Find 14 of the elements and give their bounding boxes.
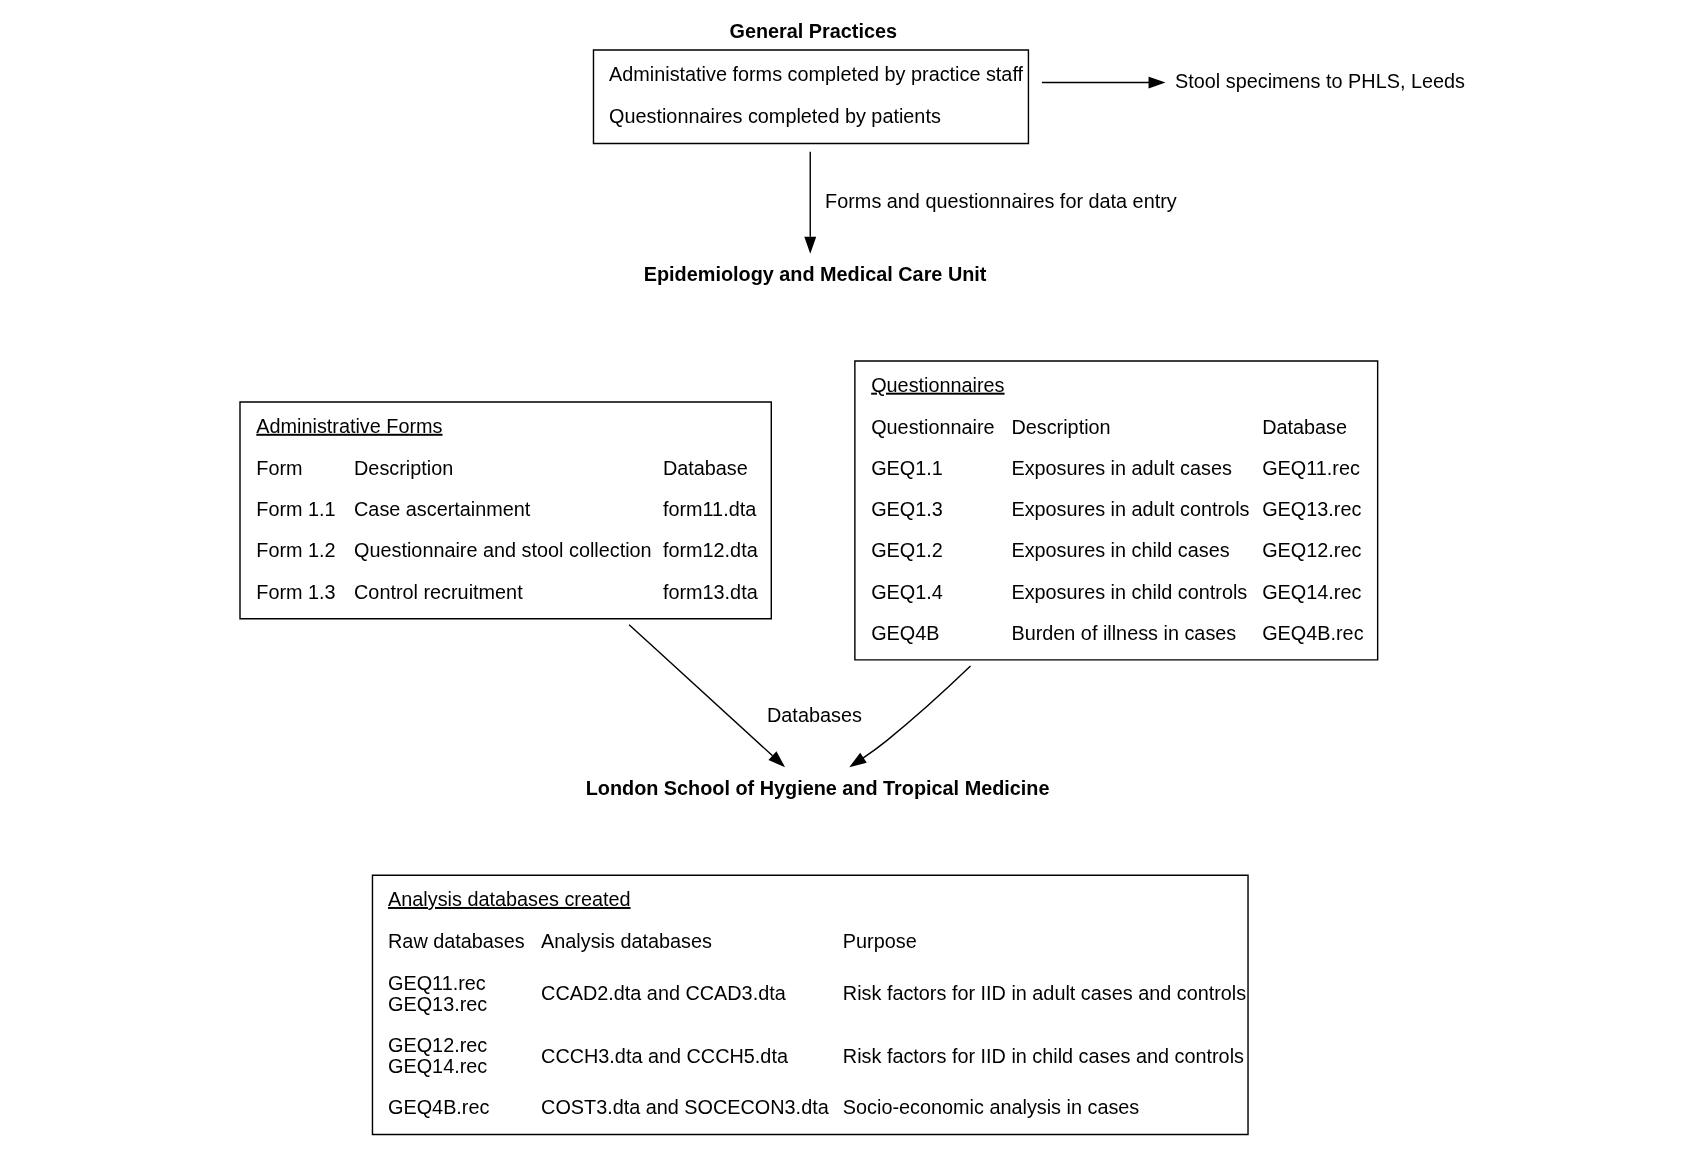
node-box: Administative forms completed by practice staff Questionnaires completed by patients <box>592 49 1030 145</box>
node-label: General Practices <box>729 19 898 42</box>
node-box: Administrative Forms Form Description Database Form 1.1 Case ascertainment form11.dta Form 1.2 Questionnaire and stool collection form12.dta Form 1.3 Control recruitment form13.dta <box>239 401 772 620</box>
edge-label: Forms and questionnaires for data entry <box>825 189 1177 212</box>
arrow <box>849 665 972 768</box>
arrow <box>1041 76 1166 89</box>
node-text: Epidemiology and Medical Care Unit <box>643 263 987 286</box>
node-box: Analysis databases created Raw databases Analysis databases Purpose GEQ11.rec GEQ13.rec CCAD2.dta and CCAD3.dta Risk factors for IID in adult cases and controls GEQ12.rec GEQ14.rec CCCH3.dta and CCCH5.dta Risk factors for IID in child cases and controls GEQ4B.rec COST3.dta and SOCECON3.dta Socio-economic analysis in cases <box>371 874 1249 1136</box>
node-text: London School of Hygiene and Tropical Medicine <box>585 777 1050 800</box>
node-box: Questionnaires Questionnaire Description Database GEQ1.1 Exposures in adult cases GEQ11.rec GEQ1.3 Exposures in adult controls GEQ13.rec GEQ1.2 Exposures in child cases GEQ12.rec GEQ1.4 Exposures in child controls GEQ14.rec GEQ4B Burden of illness in cases GEQ4B.rec <box>854 360 1379 661</box>
edge-label: Databases <box>767 703 862 726</box>
arrow <box>804 150 817 254</box>
arrow <box>628 623 786 768</box>
node-text: Stool specimens to PHLS, Leeds <box>1175 69 1465 92</box>
